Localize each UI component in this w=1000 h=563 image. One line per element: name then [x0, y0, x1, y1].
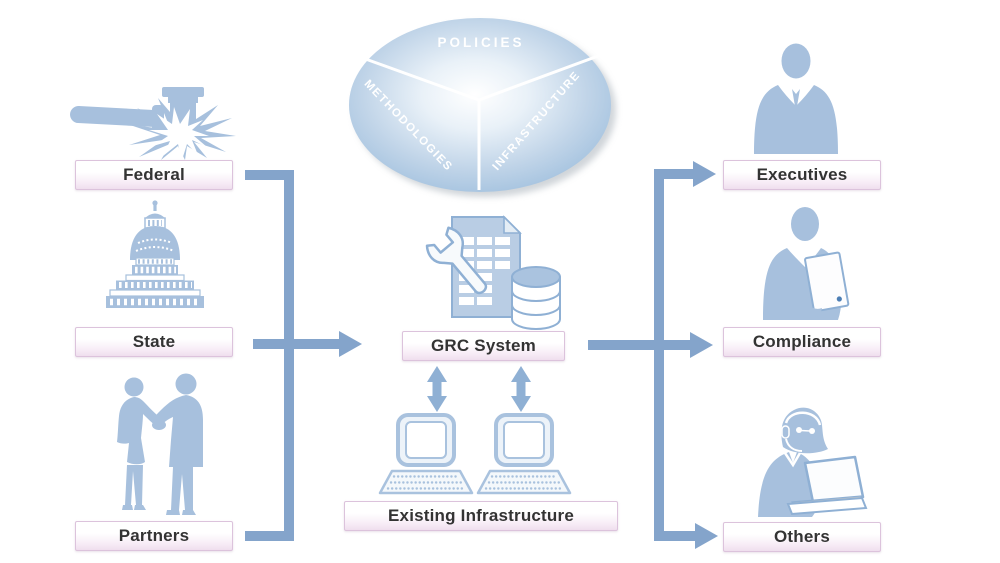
policies-segment-label: POLICIES: [437, 35, 524, 50]
desktop-computer-icon: [476, 413, 572, 495]
partners-label: Partners: [75, 521, 233, 551]
others-label: Others: [723, 522, 881, 552]
compliance-label: Compliance: [723, 327, 881, 357]
executives-label: Executives: [723, 160, 881, 190]
wrench-shape: [425, 226, 488, 295]
laptop-shape: [786, 455, 868, 516]
handshake-icon: [117, 373, 203, 515]
venn-dividers: [359, 54, 599, 190]
gavel-icon: [70, 87, 236, 160]
headset-mic-boom: [785, 438, 803, 452]
federal-label: Federal: [75, 160, 233, 190]
capitol-icon: [106, 200, 204, 308]
existing-infrastructure-icons: [378, 413, 572, 495]
to-others-arrowhead: [695, 523, 718, 549]
database-shape: [511, 266, 561, 330]
right-bracket-connector: [654, 169, 696, 541]
grc-system-label: GRC System: [402, 331, 565, 361]
updown-arrow-icon: [427, 366, 447, 412]
compliance-officer-icon: [763, 207, 850, 320]
updown-arrow-icon: [511, 366, 531, 412]
to-compliance-arrowhead: [690, 332, 713, 358]
state-label: State: [75, 327, 233, 357]
left-bracket-connector: [245, 170, 294, 541]
desktop-computer-icon: [378, 413, 474, 495]
support-agent-icon: [758, 407, 868, 517]
headset-band: [784, 411, 822, 426]
headset-earpiece: [781, 425, 790, 439]
impact-burst-core: [149, 107, 209, 160]
document-in-hand: [804, 251, 850, 313]
state-to-grc-arrowhead: [339, 331, 362, 357]
executive-icon: [754, 43, 838, 154]
grc-system-icon: [425, 215, 561, 330]
existing-infrastructure-label: Existing Infrastructure: [344, 501, 618, 531]
to-executives-arrowhead: [693, 161, 716, 187]
policy-methodology-infrastructure-venn: POLICIES METHODOLOGIES INFRASTRUCTURE: [349, 18, 616, 197]
